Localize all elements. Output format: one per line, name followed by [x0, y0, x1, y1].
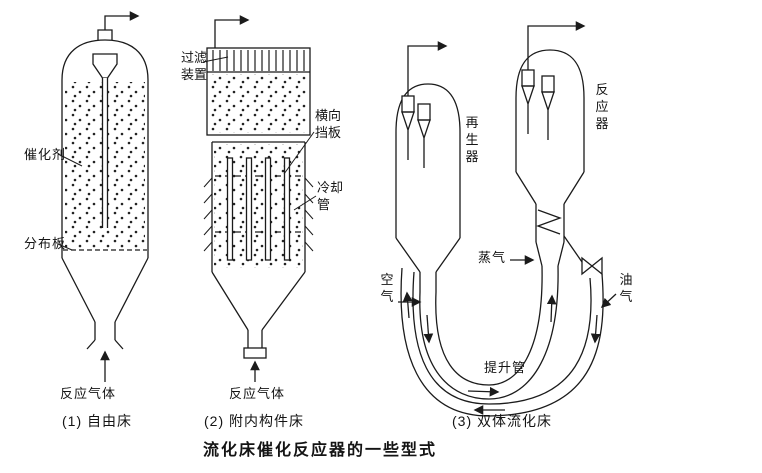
flow-arrow — [402, 291, 413, 319]
cyclone-dipleg — [417, 119, 431, 168]
bottom-cone — [211, 271, 306, 331]
flue-gas-outlet-arrow — [407, 41, 448, 96]
caption-diagram-3: (3) 双体流化床 — [452, 413, 552, 429]
label-air: 空气 — [380, 272, 394, 304]
flow-arrow — [423, 314, 434, 344]
standpipe-inner — [412, 271, 592, 405]
cooling-tube — [264, 157, 272, 261]
riser-pipe-inner — [435, 265, 543, 386]
twin-bed-system — [395, 21, 617, 417]
cyclone-icon — [541, 75, 555, 93]
pipe-flare — [86, 339, 124, 350]
bed-box — [211, 141, 306, 272]
upper-cone — [515, 171, 585, 205]
vessel-dome — [61, 39, 149, 81]
reactor-vessel — [515, 21, 586, 267]
vessel-walls — [395, 132, 461, 238]
cooling-tube — [245, 157, 253, 261]
vessel-walls — [515, 98, 585, 172]
flow-arrow — [467, 386, 500, 397]
cyclone-dipleg — [541, 91, 555, 140]
cooling-leader-line — [293, 195, 317, 211]
regenerator-vessel — [395, 41, 461, 292]
label-reactor: 反应器 — [595, 82, 609, 131]
free-bed-vessel — [57, 11, 149, 382]
caption-diagram-1: (1) 自由床 — [62, 413, 132, 429]
inlet-pipe — [94, 322, 116, 340]
feed-funnel — [92, 53, 118, 79]
stripper-zigzag — [536, 209, 562, 235]
lower-cone — [535, 241, 565, 267]
cyclone-icon — [521, 69, 535, 87]
cyclone-icon — [401, 95, 415, 113]
label-regenerator: 再生器 — [465, 115, 479, 164]
filter-hatch — [208, 50, 308, 71]
label-filter-device: 过滤装置 — [181, 50, 208, 82]
label-catalyst: 催化剂 — [24, 147, 67, 162]
baffle-leader-line — [283, 131, 315, 175]
cooling-tube — [226, 157, 234, 261]
oil-gas-valve-branch — [563, 235, 603, 276]
oil-gas-arrow — [600, 293, 617, 308]
gas-outlet-arrow — [104, 11, 140, 30]
vessel-dome — [395, 83, 461, 133]
valve-icon — [581, 256, 594, 276]
label-riser: 提升管 — [484, 360, 527, 375]
stripper-walls — [535, 204, 565, 242]
pipe-flange — [243, 347, 267, 359]
bottom-cone — [395, 237, 461, 273]
top-nozzle — [97, 29, 113, 40]
standpipe-outer — [400, 267, 604, 417]
label-steam: 蒸气 — [478, 250, 507, 265]
filter-leader-line — [202, 56, 229, 63]
left-wall-ticks — [203, 177, 213, 252]
gas-outlet-arrow — [214, 15, 250, 48]
filter-box — [206, 47, 311, 136]
product-outlet-arrow — [527, 21, 586, 70]
right-wall-ticks — [304, 177, 314, 252]
riser-pipe-outer — [419, 265, 559, 400]
standpipe — [419, 272, 437, 292]
label-oil-gas: 油气 — [619, 272, 633, 304]
bottom-cone — [61, 257, 149, 323]
vessel-walls — [61, 80, 149, 258]
flow-arrow — [590, 314, 601, 344]
label-cooling-tube: 冷却管 — [317, 180, 344, 212]
inlet-pipe — [247, 330, 263, 348]
feed-dip-tube — [101, 78, 109, 228]
label-cross-baffle: 横向挡板 — [315, 108, 342, 140]
label-distributor: 分布板 — [24, 236, 67, 251]
cyclone-dipleg — [401, 111, 415, 160]
label-feed-gas-2: 反应气体 — [229, 386, 286, 401]
valve-icon — [590, 256, 603, 276]
label-feed-gas-1: 反应气体 — [60, 386, 117, 401]
upper-dots-region — [209, 74, 308, 133]
catalyst-leader-line — [57, 153, 83, 167]
figure-title: 流化床催化反应器的一些型式 — [203, 442, 438, 459]
distributor-leader-line — [57, 243, 73, 251]
cooling-tube — [283, 157, 291, 261]
caption-diagram-2: (2) 附内构件床 — [204, 413, 304, 429]
cyclone-dipleg — [521, 85, 535, 134]
internals-bed-vessel — [202, 15, 317, 382]
u-bend-pipes — [400, 265, 604, 417]
flow-arrow — [546, 294, 557, 323]
cyclone-icon — [417, 103, 431, 121]
vessel-dome — [515, 49, 585, 99]
